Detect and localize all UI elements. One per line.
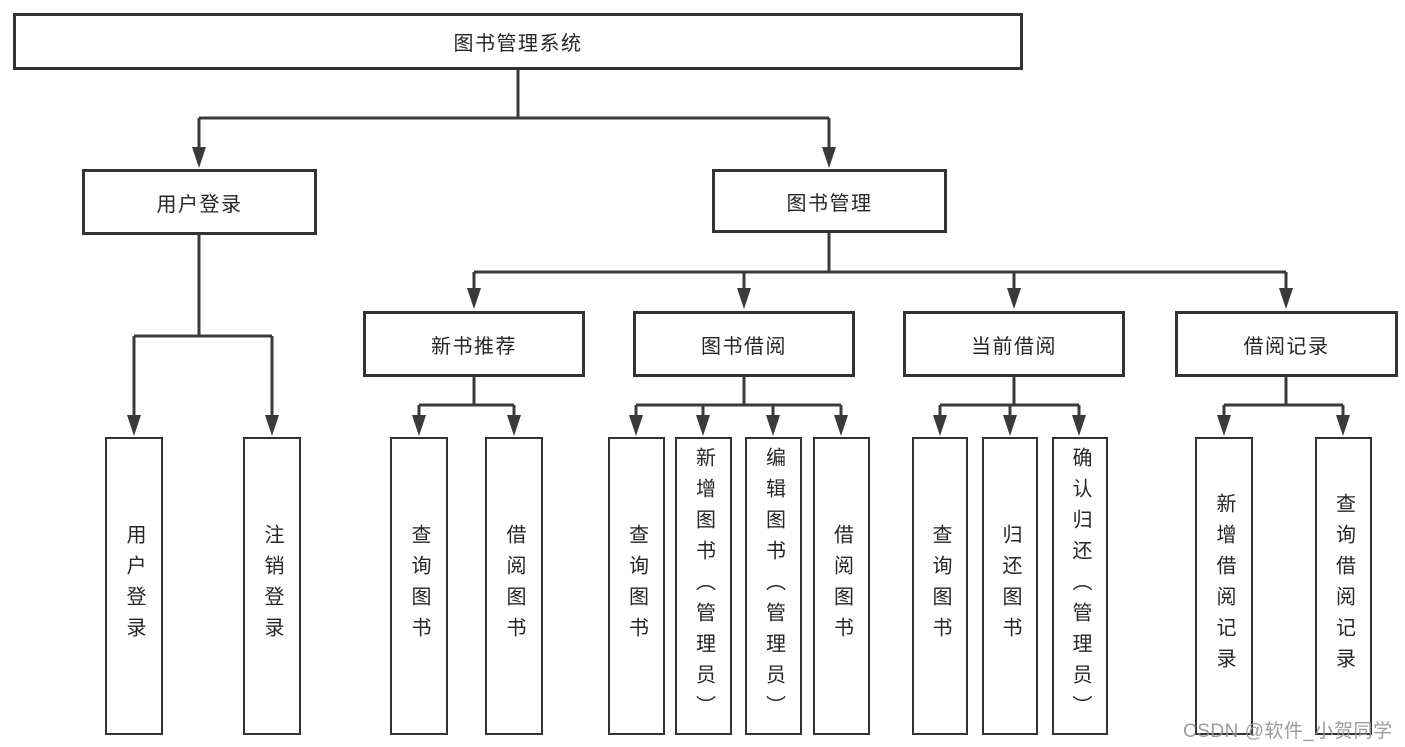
arrowhead-icon [1072, 415, 1086, 436]
arrowhead-icon [192, 147, 206, 168]
arrowhead-icon [1336, 415, 1350, 436]
leaf-borrow-book-recommend: 借阅图书 [485, 437, 543, 735]
node-borrow-records: 借阅记录 [1175, 311, 1398, 377]
arrowhead-icon [834, 415, 848, 436]
arrowhead-icon [933, 415, 947, 436]
connector-lines [132, 70, 1345, 420]
leaf-label: 借阅图书 [830, 524, 853, 648]
leaf-user-login: 用户登录 [105, 437, 163, 735]
connector-line [132, 235, 274, 420]
node-book-management: 图书管理 [712, 169, 947, 233]
arrowhead-icon [629, 415, 643, 436]
node-book-borrow: 图书借阅 [633, 311, 855, 377]
arrowhead-icon [822, 147, 836, 168]
arrowheads [127, 147, 1350, 436]
node-current-borrow: 当前借阅 [903, 311, 1125, 377]
leaf-label: 归还图书 [999, 524, 1021, 648]
connector-line [472, 233, 1288, 295]
leaf-label: 借阅图书 [503, 524, 525, 648]
arrowhead-icon [127, 415, 141, 436]
leaf-label: 查询借阅记录 [1332, 493, 1355, 679]
node-user-login: 用户登录 [82, 169, 317, 235]
node-root: 图书管理系统 [13, 13, 1023, 70]
leaf-query-book-borrow: 查询图书 [608, 437, 665, 735]
node-label: 借阅记录 [1243, 335, 1330, 358]
arrowhead-icon [467, 288, 481, 309]
leaf-label: 新增图书（管理员） [692, 446, 715, 726]
leaf-label: 注销登录 [261, 524, 283, 648]
watermark: CSDN @软件_小贺同学 [1183, 721, 1393, 742]
leaf-label: 编辑图书（管理员） [762, 446, 785, 726]
arrowhead-icon [696, 415, 710, 436]
node-label: 图书管理系统 [453, 33, 583, 55]
leaf-edit-book-admin: 编辑图书（管理员） [745, 437, 802, 735]
arrowhead-icon [1007, 288, 1021, 309]
connector-line [1222, 377, 1345, 420]
node-label: 图书借阅 [701, 335, 787, 358]
leaf-add-borrow-record: 新增借阅记录 [1195, 437, 1253, 735]
node-new-book-recommend: 新书推荐 [363, 311, 585, 377]
arrowhead-icon [766, 415, 780, 436]
leaf-query-book-recommend: 查询图书 [390, 437, 448, 735]
node-label: 当前借阅 [971, 335, 1057, 358]
leaf-return-book: 归还图书 [982, 437, 1038, 735]
connector-line [938, 377, 1081, 420]
node-label: 图书管理 [786, 192, 873, 215]
connector-line [634, 377, 843, 420]
leaf-label: 新增借阅记录 [1213, 493, 1235, 679]
leaf-label: 查询图书 [625, 524, 648, 648]
leaf-query-borrow-record: 查询借阅记录 [1315, 437, 1372, 735]
connector-line [417, 377, 516, 420]
arrowhead-icon [412, 415, 426, 436]
leaf-label: 用户登录 [123, 524, 145, 648]
leaf-confirm-return-admin: 确认归还（管理员） [1052, 437, 1108, 735]
leaf-query-book-current: 查询图书 [912, 437, 968, 735]
arrowhead-icon [265, 415, 279, 436]
arrowhead-icon [737, 288, 751, 309]
leaf-add-book-admin: 新增图书（管理员） [675, 437, 732, 735]
node-label: 用户登录 [156, 193, 243, 216]
leaf-logout: 注销登录 [243, 437, 301, 735]
arrowhead-icon [507, 415, 521, 436]
leaf-label: 查询图书 [408, 524, 430, 648]
node-label: 新书推荐 [431, 335, 517, 358]
leaf-label: 查询图书 [929, 524, 951, 648]
arrowhead-icon [1217, 415, 1231, 436]
arrowhead-icon [1003, 415, 1017, 436]
arrowhead-icon [1279, 288, 1293, 309]
leaf-label: 确认归还（管理员） [1069, 446, 1091, 726]
connector-line [197, 70, 831, 152]
leaf-borrow-book: 借阅图书 [813, 437, 870, 735]
